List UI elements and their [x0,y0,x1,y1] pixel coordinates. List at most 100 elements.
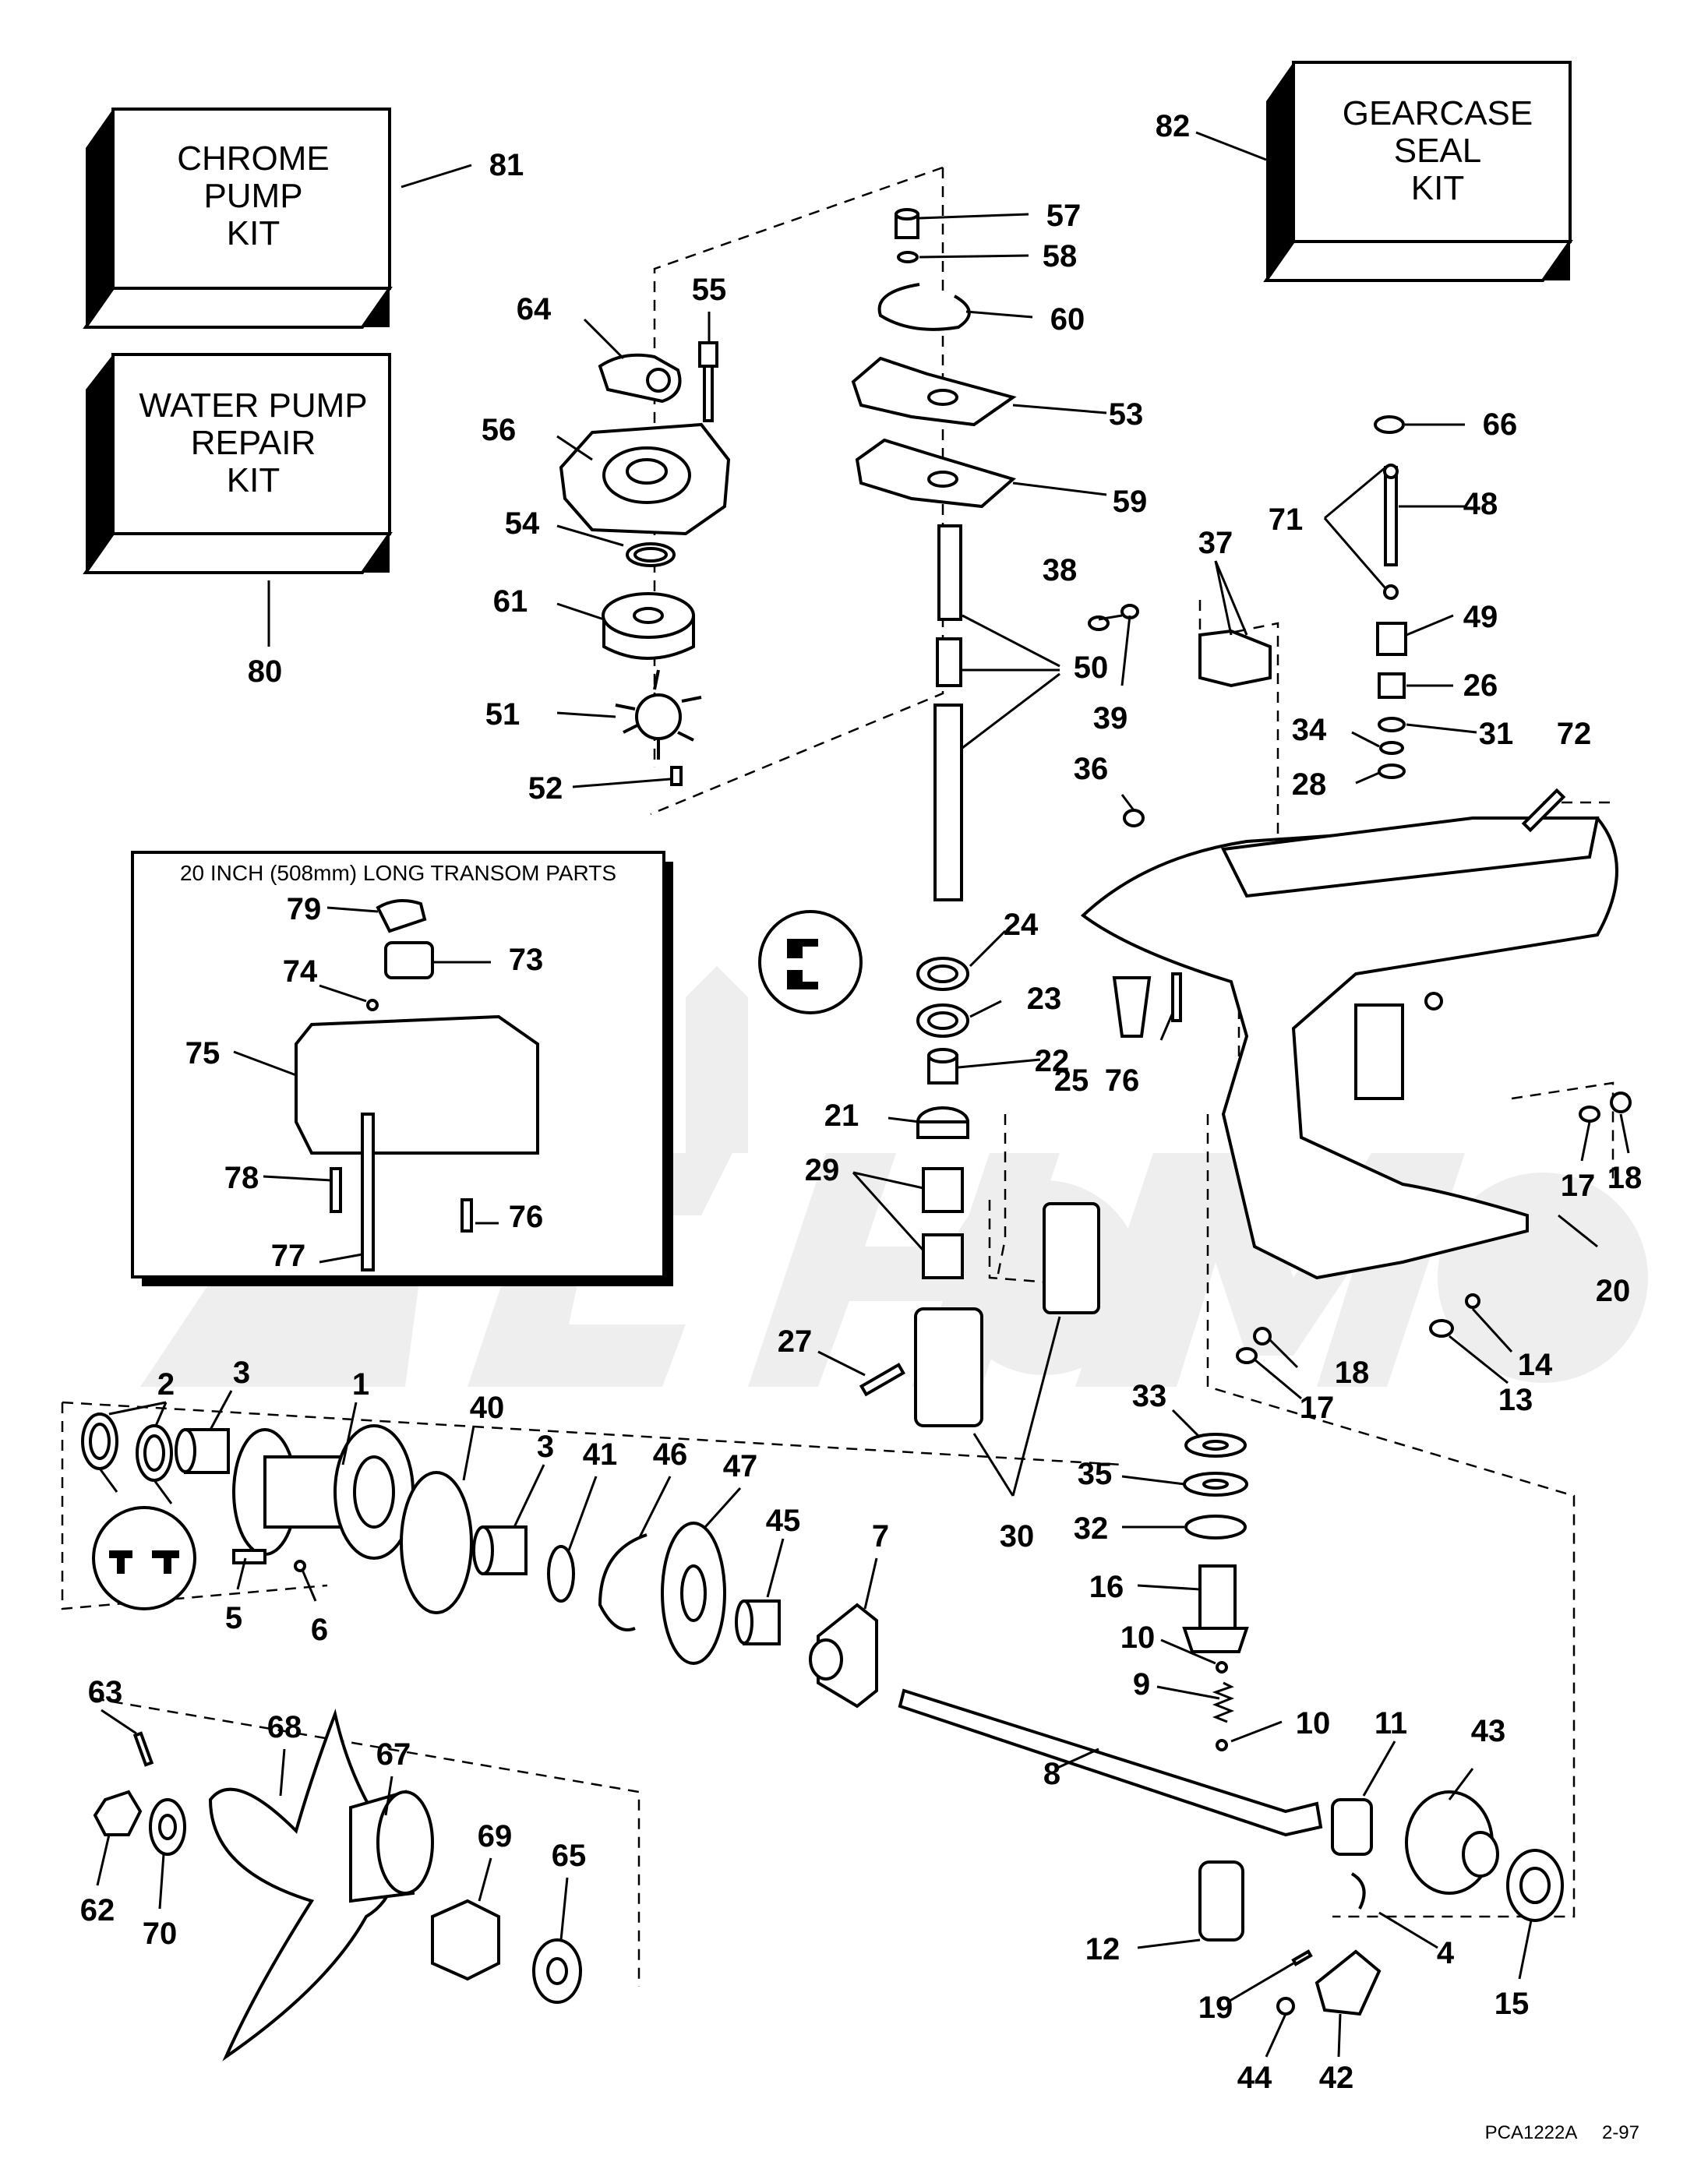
callout-21: 21 [824,1099,859,1133]
callout-54: 54 [505,506,540,541]
callout-62: 62 [80,1893,115,1927]
inset-title: 20 INCH (508mm) LONG TRANSOM PARTS [180,861,616,885]
callout-2: 2 [157,1367,175,1402]
part-56-pump-housing [559,422,731,536]
callout-46: 46 [653,1437,688,1472]
callout-19: 19 [1198,1991,1233,2025]
callout-49: 49 [1463,600,1498,634]
part-10-ball-upper [1216,1661,1228,1673]
callout-64: 64 [517,292,552,326]
chrome-pump-kit-box: CHROME PUMP KIT [83,108,393,329]
gearcase-kit-line3: KIT [1411,169,1464,207]
part-47-thrust-washer [661,1522,726,1665]
callout-60: 60 [1050,302,1085,337]
callout-24: 24 [1004,908,1039,942]
callout-9: 9 [1133,1667,1150,1702]
part-69-thrust-bushing [431,1899,500,1981]
callout-76: 76 [1105,1063,1140,1098]
callout-3-left: 3 [233,1356,250,1390]
callout-36: 36 [1074,752,1109,786]
part-52-key [670,766,683,786]
part-67-prop-hub [349,1790,434,1903]
callout-40: 40 [470,1391,505,1425]
watermark [140,904,1648,1387]
callout-77: 77 [271,1239,306,1273]
part-32-washer [1184,1515,1247,1539]
part-28-washer [1378,764,1406,779]
part-25-plug [1112,976,1152,1038]
callout-1: 1 [352,1367,369,1402]
part-46-retaining-ring [598,1533,648,1631]
callout-17-lower: 17 [1300,1391,1335,1425]
callout-18-right: 18 [1607,1161,1643,1195]
callout-27: 27 [778,1324,813,1359]
part-53-plate [851,356,1017,427]
part-61-impeller-cup [602,592,695,660]
callout-81: 81 [489,148,524,182]
part-65-thrust-washer [532,1938,582,2004]
callout-33: 33 [1132,1379,1167,1413]
part-15-bearing [1506,1849,1564,1922]
callout-12: 12 [1085,1932,1120,1966]
part-16-pinion [1182,1564,1249,1653]
part-63-cotter-pin [132,1731,154,1767]
long-transom-inset: 20 INCH (508mm) LONG TRANSOM PARTS [131,851,673,1286]
water-pump-kit-line1: WATER PUMP [139,386,367,425]
part-26-bushing [1378,672,1406,699]
part-70-washer [149,1798,186,1856]
callout-18-lower: 18 [1335,1356,1370,1390]
part-62-nut [93,1790,143,1836]
callout-17-right: 17 [1561,1169,1596,1203]
callout-20: 20 [1596,1274,1631,1308]
gearcase-kit-line1: GEARCASE [1343,94,1533,132]
part-30-water-screens [914,1202,1100,1427]
part-24-seal [916,957,969,991]
part-22-bearing [927,1048,958,1084]
part-72-pin [1521,788,1566,833]
part-48-shift-rod [1383,464,1399,600]
part-14-washer [1465,1293,1480,1309]
callout-13: 13 [1498,1383,1533,1417]
callout-74: 74 [283,954,318,989]
callout-69: 69 [478,1819,513,1853]
callout-73: 73 [509,943,544,977]
chrome-pump-kit-line2: PUMP [203,177,302,215]
water-pump-repair-kit-box: WATER PUMP REPAIR KIT [83,353,393,574]
part-19-pin [1291,1949,1313,1966]
callout-11: 11 [1375,1706,1407,1740]
callout-10-upper: 10 [1120,1621,1156,1655]
callout-43: 43 [1471,1714,1506,1748]
callout-8: 8 [1043,1757,1060,1791]
callout-32: 32 [1074,1511,1109,1546]
callout-15: 15 [1494,1987,1530,2021]
callout-55: 55 [692,273,727,307]
part-7-forward-gear [809,1603,878,1709]
callout-48: 48 [1463,487,1498,521]
part-2-seals [81,1412,173,1482]
callout-42: 42 [1319,2061,1354,2095]
part-58-o-ring [897,251,919,263]
part-38-screw [1088,615,1110,631]
callout-26: 26 [1463,668,1498,703]
callout-80: 80 [248,654,283,689]
callout-29: 29 [805,1153,840,1187]
part-51-impeller [615,669,702,760]
part-36-screw [1123,809,1145,827]
part-31-o-ring [1378,717,1406,732]
callout-78: 78 [224,1161,259,1195]
callout-75: 75 [185,1036,221,1070]
callout-25: 25 [1054,1063,1089,1098]
callout-5: 5 [225,1601,242,1635]
part-37-anode [1198,629,1272,688]
part-59-gasket [855,438,1017,509]
callout-68: 68 [267,1710,302,1744]
callout-6: 6 [311,1613,328,1647]
part-66-screw [1374,415,1405,434]
gearcase-seal-kit-box: GEARCASE SEAL KIT [1263,61,1573,282]
callout-76-inset: 76 [509,1200,544,1234]
part-5-screw [232,1549,266,1564]
part-20-gearcase [1080,816,1618,1280]
part-55-bolt [698,341,718,422]
part-34-washer [1379,741,1404,755]
